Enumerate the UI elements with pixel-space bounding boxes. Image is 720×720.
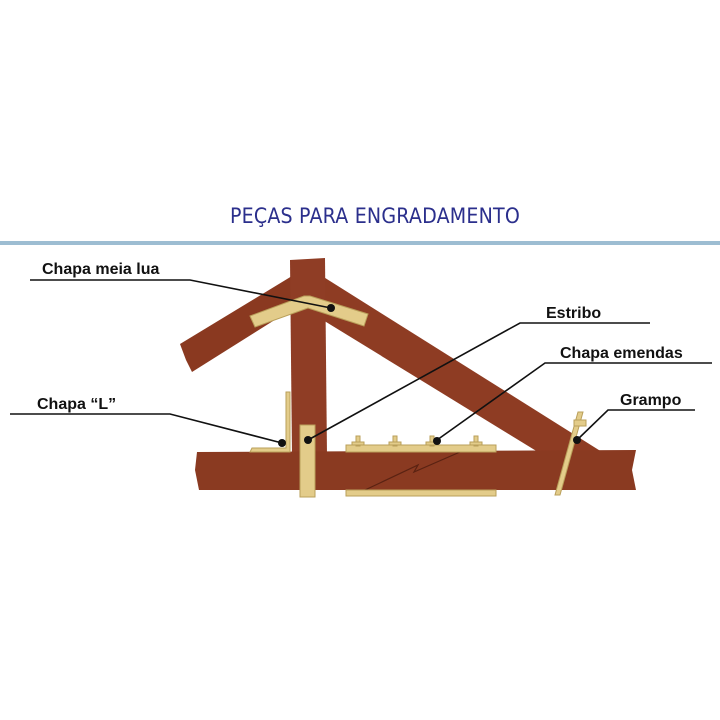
chapa-meia-lua-plate [249,295,369,328]
leader-lines [10,279,712,444]
label-chapa-emendas: Chapa emendas [560,345,683,362]
metal-parts [249,295,587,498]
label-grampo: Grampo [620,392,682,409]
leader-chapa-meia-lua [30,279,332,309]
left-rafter [180,276,300,372]
label-chapa-meia-lua: Chapa meia lua [42,261,159,278]
leader-dots [278,304,581,447]
leader-chapa-emendas [436,362,712,441]
grampo-rod [554,411,584,496]
leader-grampo [576,409,695,441]
grampo-nut [573,419,587,427]
chapa-l-plate [249,391,291,453]
diagram-title: PEÇAS PARA ENGRADAMENTO [230,204,520,228]
leader-estribo [307,322,650,441]
title-rule [0,241,720,245]
chapa-emendas-top [345,444,497,453]
bolts [351,435,483,447]
label-chapa-l: Chapa “L” [37,396,116,413]
right-rafter [300,266,602,452]
chapa-emendas-bottom [345,489,497,497]
leader-chapa-l [10,413,283,444]
label-estribo: Estribo [546,305,601,322]
splice-joint [364,451,461,491]
estribo-strap [299,424,316,498]
